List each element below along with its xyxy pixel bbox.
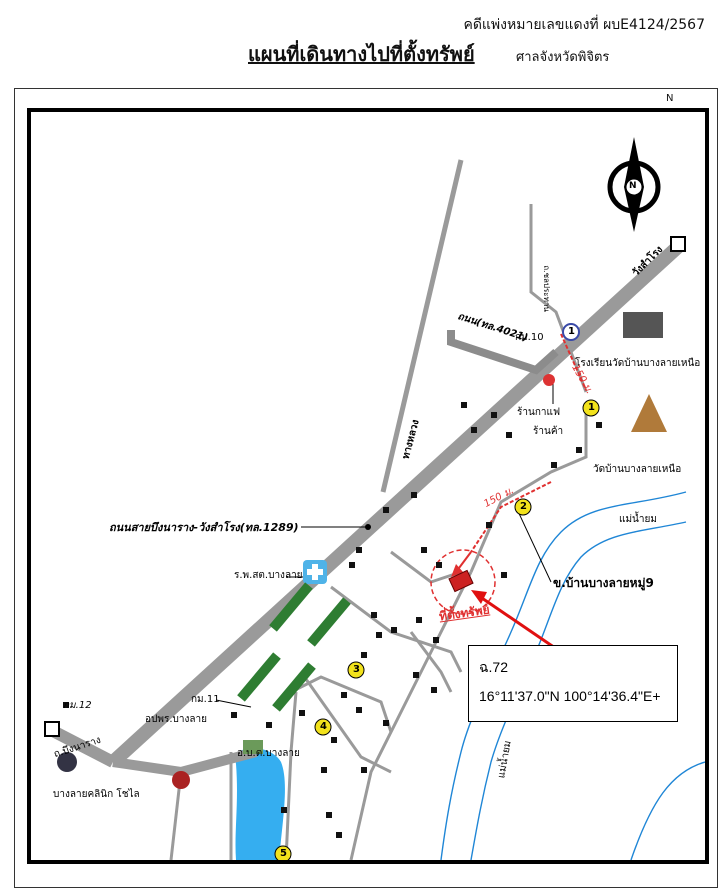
- marker-3: 3: [353, 664, 360, 675]
- marker-1b-icon: [582, 399, 600, 417]
- marker-1a: 1: [568, 326, 575, 337]
- label-shop: ร้านค้า: [533, 426, 564, 437]
- road-end-east-icon: [670, 236, 686, 252]
- label-subdistrict: อปพร.บางลาย: [145, 714, 207, 725]
- label-river: แม่น้ำยม: [619, 514, 657, 525]
- office-icon: [172, 771, 190, 789]
- housing-block-1: [237, 582, 351, 712]
- marker-2-icon: [514, 498, 532, 516]
- label-village: ข.บ้านบางลายหมู่9: [553, 576, 654, 590]
- road-village-1: [330, 585, 463, 673]
- property-plot: [448, 569, 474, 593]
- leader-main-road-dot: [365, 524, 371, 530]
- gps-coordinates: 16°11'37.0"N 100°14'36.4"E+: [479, 688, 661, 704]
- road-south-2: [284, 691, 298, 860]
- case-number: คดีแพ่งหมายเลขแดงที่ ผบE4124/2567: [463, 17, 705, 33]
- map-canvas: [44, 137, 705, 860]
- label-road-small: ถ.ชลประทาน: [541, 265, 551, 312]
- route-line-2: [470, 481, 552, 553]
- court-name: ศาลจังหวัดพิจิตร: [516, 50, 610, 65]
- route-line: [560, 333, 587, 391]
- school-icon: [623, 312, 663, 338]
- label-km10: กม.10: [515, 332, 544, 343]
- road-south-main: [349, 571, 473, 860]
- property-arrow: [475, 592, 562, 654]
- marker-1b: 1: [588, 402, 595, 413]
- house-markers: [63, 402, 602, 838]
- label-km12: กม.12: [63, 700, 92, 711]
- road-4021: [447, 330, 559, 375]
- compass-letter: N: [629, 181, 637, 191]
- marker-5-icon: [274, 845, 292, 860]
- road-west: [112, 747, 258, 778]
- road-end-west-icon: [44, 721, 60, 737]
- route-arrowhead: [451, 564, 463, 577]
- label-clinic: บางลายคลินิก โชไล: [53, 789, 140, 800]
- label-cafe: ร้านกาแฟ: [517, 407, 561, 418]
- river-south: [630, 761, 705, 860]
- clinic-icon: [57, 752, 77, 772]
- tambon-office-icon: [243, 740, 263, 754]
- property-arrowhead: [471, 590, 487, 604]
- marker-5: 5: [280, 848, 287, 859]
- leader-km11: [215, 699, 252, 708]
- page-title: แผนที่เดินทางไปที่ตั้งทรัพย์: [248, 42, 475, 66]
- label-school: โรงเรียนวัดบ้านบางลายเหนือ: [575, 358, 701, 369]
- road-route: [469, 412, 588, 573]
- road-village-3: [290, 675, 393, 733]
- north-label: N: [666, 93, 674, 104]
- marker-1a-icon: [562, 323, 580, 341]
- marker-4-icon: [314, 718, 332, 736]
- road-village-5: [299, 671, 392, 774]
- cafe-icon: [543, 374, 555, 386]
- compass-rose: [607, 137, 661, 232]
- pond: [235, 748, 285, 860]
- label-tambon-office: อ.บ.ต.บางลาย: [237, 748, 300, 759]
- river-bank-east: [440, 491, 687, 860]
- marker-3-icon: [347, 661, 365, 679]
- road-north-east: [529, 204, 588, 393]
- map-area[interactable]: วังสำโรง ถนน(ทล.4021) ทางหลวง ถ.ชลประทาน…: [27, 108, 709, 864]
- coordinate-box: ฉ.72 16°11'37.0"N 100°14'36.4"E+: [468, 645, 678, 722]
- label-main-road: ถนนสายบึงนาราง-วังสำโรง(ทล.1289): [109, 521, 299, 534]
- road-village-4: [409, 631, 453, 693]
- leader-village: [515, 506, 552, 583]
- label-hospital: ร.พ.สต.บางลาย: [234, 570, 303, 581]
- road-main: [108, 238, 686, 768]
- hospital-icon: [303, 560, 327, 584]
- road-bungnarang: [48, 724, 116, 768]
- label-km11: กม.11: [191, 694, 220, 705]
- label-temple: วัดบ้านบางลายเหนือ: [593, 464, 682, 475]
- property-circle: [430, 549, 496, 615]
- road-north: [380, 159, 464, 493]
- marker-2: 2: [520, 501, 527, 512]
- temple-icon: [631, 394, 667, 432]
- plot-number: ฉ.72: [479, 659, 508, 675]
- outer-frame: [14, 88, 718, 888]
- road-village-2: [390, 550, 462, 584]
- marker-4: 4: [320, 721, 327, 732]
